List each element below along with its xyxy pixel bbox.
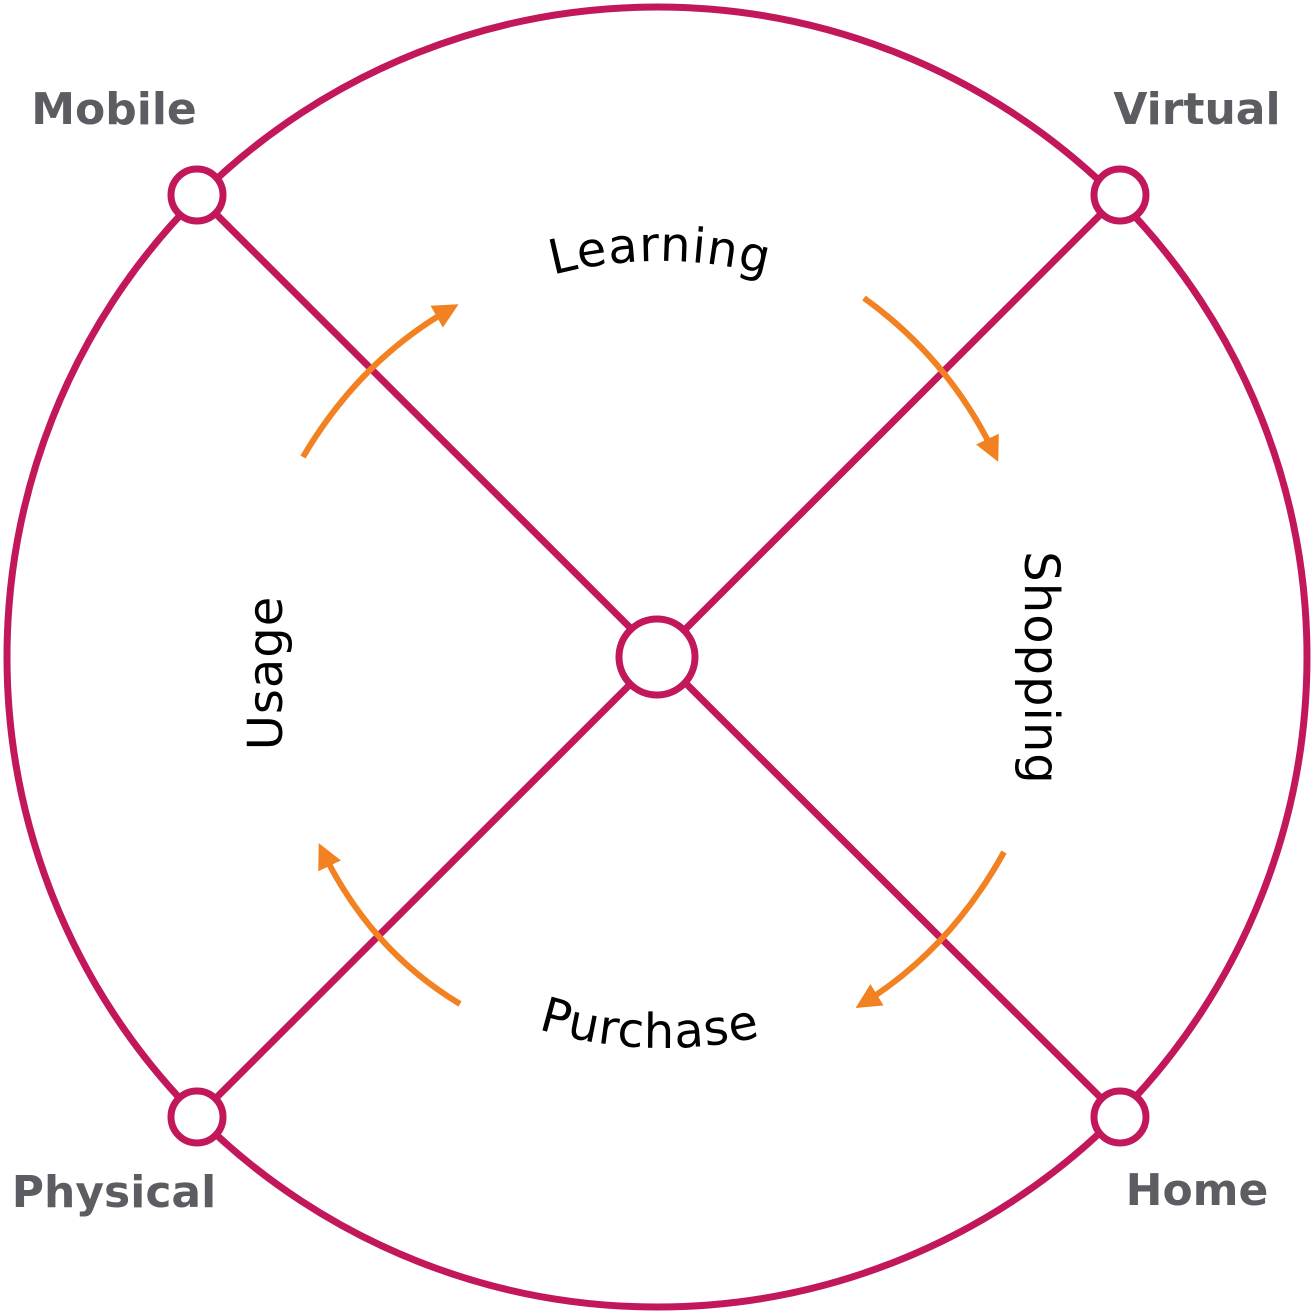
stage-label-purchase-text: Purchase (535, 987, 763, 1060)
arrow-shopping-to-purchase (855, 850, 1007, 1008)
node-top-left (167, 165, 227, 225)
arrow-learning-to-shopping (862, 295, 999, 462)
node-bottom-right (1090, 1087, 1150, 1147)
stage-label-purchase: Purchase (535, 987, 764, 1060)
node-top-right (1090, 165, 1150, 225)
stage-label-usage: Usage (238, 596, 294, 751)
corner-label-home: Home (1126, 1165, 1269, 1216)
corner-label-mobile: Mobile (31, 84, 197, 135)
corner-label-virtual: Virtual (1113, 84, 1280, 135)
arrow-usage-to-learning (300, 304, 459, 459)
corner-label-physical: Physical (12, 1167, 216, 1218)
stage-label-learning-text: Learning (543, 217, 776, 287)
node-bottom-left (167, 1087, 227, 1147)
arrow-purchase-to-usage (318, 843, 462, 1007)
node-center (615, 615, 699, 699)
stage-label-learning: Learning (543, 217, 777, 287)
stage-label-shopping: Shopping (1013, 551, 1069, 784)
outer-ring (3, 3, 1311, 1311)
